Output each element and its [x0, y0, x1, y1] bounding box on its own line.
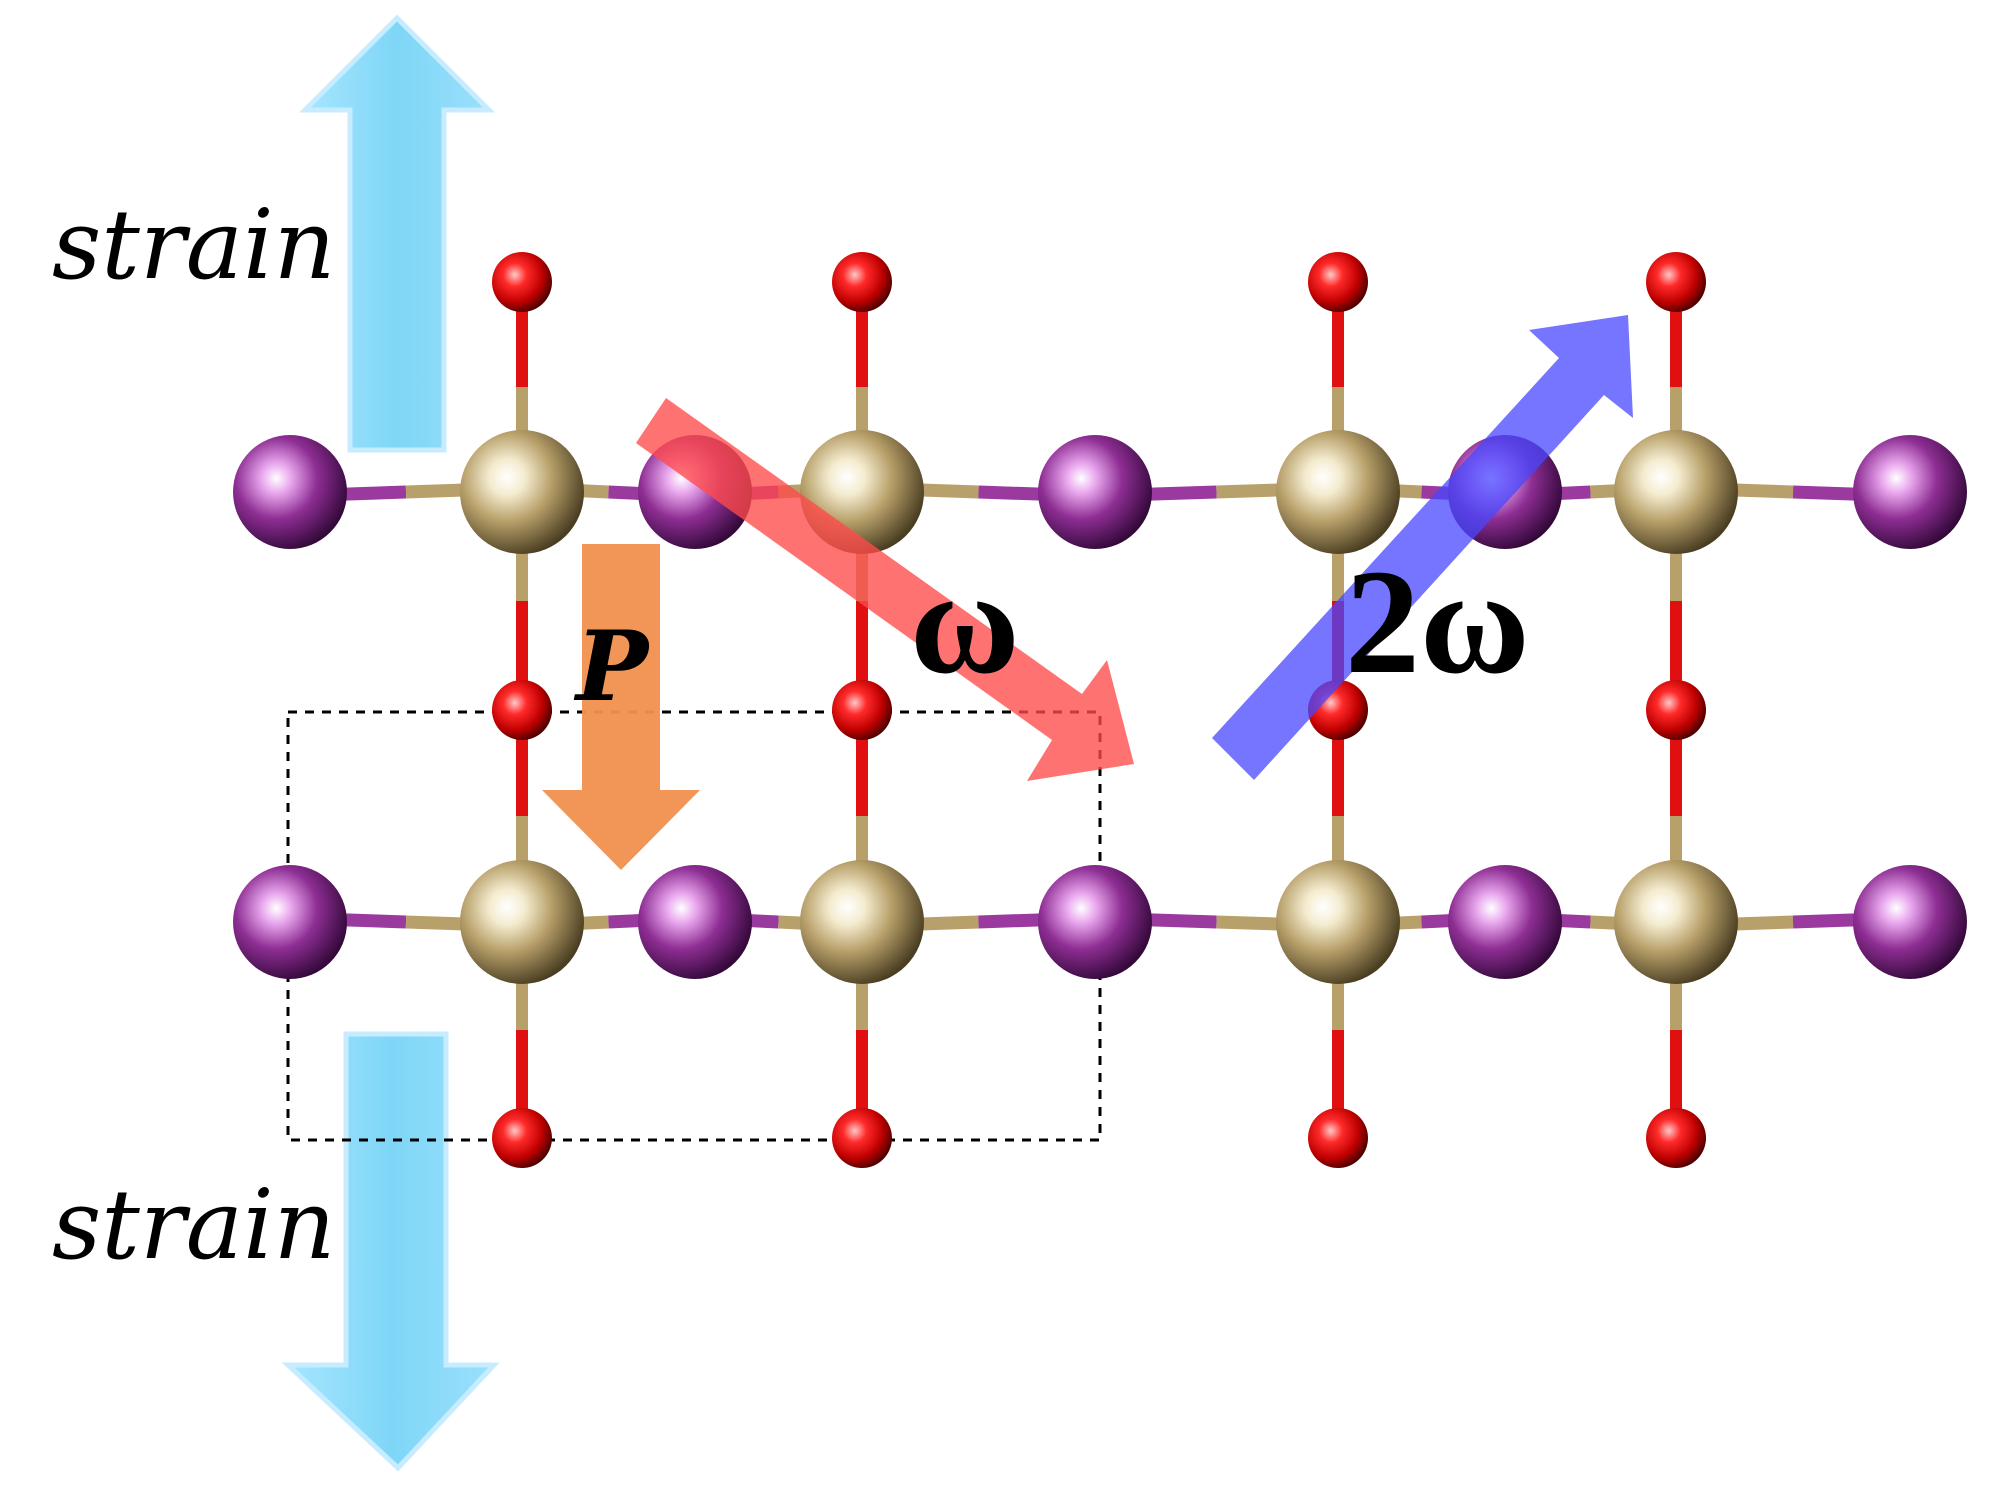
- metal-atom: [800, 860, 924, 984]
- strain-arrow-down-icon: [281, 1031, 500, 1472]
- metal-atom: [1276, 430, 1400, 554]
- metal-atom: [1276, 860, 1400, 984]
- metal-atom: [460, 860, 584, 984]
- halogen-atom: [233, 435, 347, 549]
- halogen-atom: [1853, 435, 1967, 549]
- omega-beam-arrow-icon: [636, 398, 1134, 781]
- oxygen-atom: [1308, 252, 1368, 312]
- halogen-atom: [1038, 865, 1152, 979]
- second-harmonic-beam-arrow-icon: [1212, 315, 1633, 780]
- halogen-atom: [233, 865, 347, 979]
- polarization-label: P: [573, 610, 651, 723]
- halogen-atom: [1853, 865, 1967, 979]
- oxygen-atom: [832, 1108, 892, 1168]
- oxygen-atom: [492, 252, 552, 312]
- strain-arrow-up-icon: [298, 14, 496, 453]
- metal-atom: [460, 430, 584, 554]
- oxygen-atom: [1646, 1108, 1706, 1168]
- oxygen-atom: [1308, 1108, 1368, 1168]
- strain-label-bottom: strain: [52, 1169, 336, 1281]
- polarization-arrow-icon: [542, 544, 700, 870]
- oxygen-atom: [1646, 680, 1706, 740]
- halogen-atom: [1448, 865, 1562, 979]
- halogen-atom: [1038, 435, 1152, 549]
- oxygen-atom: [492, 1108, 552, 1168]
- strain-label-top: strain: [52, 189, 336, 301]
- oxygen-atom: [1646, 252, 1706, 312]
- omega-label: ω: [910, 539, 1020, 705]
- strain-arrows: [281, 14, 500, 1472]
- oxygen-atom: [832, 680, 892, 740]
- second-harmonic-label: 2ω: [1345, 539, 1530, 705]
- halogen-atom: [638, 865, 752, 979]
- metal-atom: [1614, 430, 1738, 554]
- metal-atom: [1614, 860, 1738, 984]
- oxygen-atom: [492, 680, 552, 740]
- oxygen-atom: [832, 252, 892, 312]
